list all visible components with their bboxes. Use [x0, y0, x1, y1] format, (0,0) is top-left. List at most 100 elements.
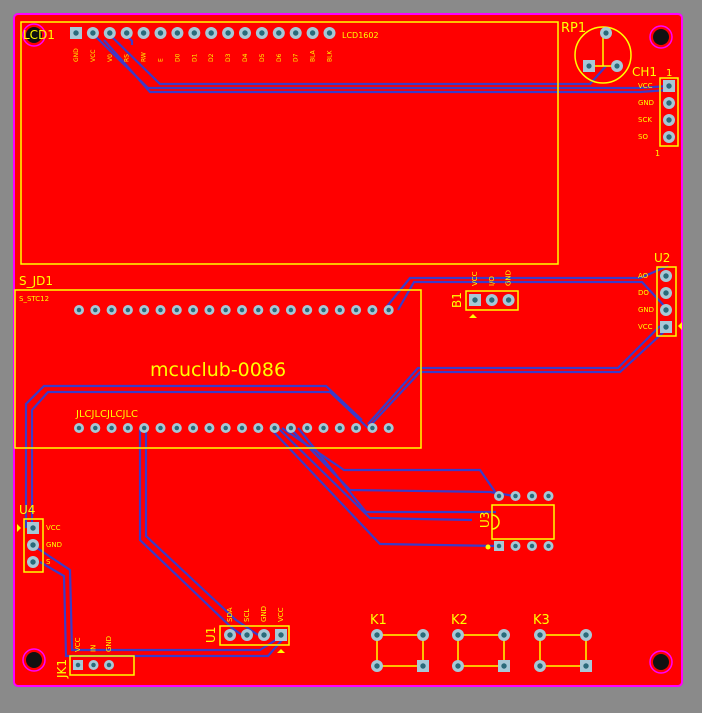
lcd-pin-pad: [120, 27, 133, 39]
jk1-pin-label: GND: [105, 636, 113, 652]
mcu-top-pin-pad: [74, 305, 84, 315]
mcu-bottom-pin-pad: [383, 423, 394, 433]
potentiometer: RP1: [561, 21, 632, 84]
mcu-bottom-pin-pad: [171, 423, 182, 433]
lcd-pin-pad: [222, 27, 235, 39]
b1-pin-label: I/O: [488, 276, 496, 286]
mcu-bottom-pin-pad: [220, 423, 231, 433]
mcu-bottom-pin-pad: [285, 423, 296, 433]
jk1-pin-pad: [88, 660, 99, 670]
mcu-top-pin-pad: [90, 305, 101, 315]
u3-bottom-pin-pad: [510, 541, 521, 551]
lcd-part-label: LCD1602: [342, 31, 379, 40]
lcd-designator: LCD1: [23, 28, 55, 42]
mcu-part-label: S_STC12: [19, 295, 49, 303]
lcd-pin-pad: [205, 27, 218, 39]
mcu-top-pin-pad: [220, 305, 231, 315]
ch1-pin1-marker: 1: [655, 149, 660, 158]
ch1-pin-pad: [663, 131, 675, 143]
b1-pin-pad: [485, 294, 498, 306]
mcu-top-pin-pad: [318, 305, 329, 315]
u2-pin-label: DO: [638, 289, 649, 297]
u4-pin-label: GND: [46, 541, 62, 549]
lcd-pin-label: D3: [225, 53, 232, 62]
u2-pin-pad: [660, 270, 672, 282]
lcd-pin-label: D1: [191, 53, 198, 62]
button-k2: K2: [451, 613, 510, 672]
button-pad: [534, 629, 546, 641]
ch1-pin-label: VCC: [638, 82, 653, 90]
mcu-top-pin-pad: [188, 305, 199, 315]
b1-pin-pad: [469, 294, 481, 306]
mcu-bottom-pin-pad: [106, 423, 117, 433]
mcu-top-pin-pad: [285, 305, 296, 315]
u2-pin-label: VCC: [638, 323, 653, 331]
lcd-pin-pad: [239, 27, 251, 39]
mcu-top-header: [74, 305, 394, 315]
mcu-bottom-pin-pad: [90, 423, 101, 433]
lcd-pin-label: D6: [276, 53, 283, 62]
u3-bottom-pin-pad: [494, 541, 504, 551]
u3-designator: U3: [478, 512, 492, 528]
u3-outline: [491, 504, 555, 540]
jk1-pin-pad: [73, 660, 83, 670]
mcu-bottom-pin-pad: [188, 423, 199, 433]
lcd-pin-pad: [255, 27, 268, 39]
u4-designator: U4: [19, 503, 35, 517]
mcu-bottom-pin-pad: [139, 423, 150, 433]
jk1-designator: JK1: [55, 659, 69, 679]
u4-pin-pad: [27, 539, 39, 551]
trace-layer: [24, 32, 669, 658]
button-pad: [498, 660, 510, 672]
mcu-bottom-pin-pad: [367, 423, 378, 433]
lcd-pin-label: D0: [174, 53, 181, 62]
u1-pin-pad: [258, 629, 270, 641]
lcd-pin-label: D2: [208, 53, 215, 62]
mcu-top-pin-pad: [269, 305, 280, 315]
mcu-module: S_JD1 S_STC12 mcuclub-0086 JLCJLCJLCJLC: [14, 274, 422, 449]
mcu-top-pin-pad: [171, 305, 182, 315]
lcd-pin-label: D5: [259, 53, 266, 62]
ch1-pin-pad: [663, 114, 675, 126]
u4-pin-pad: [27, 522, 39, 534]
mcu-bottom-header: [74, 423, 394, 433]
mcu-top-pin-pad: [155, 305, 166, 315]
u1-pin-label: SCL: [243, 609, 251, 622]
mcu-top-pin-pad: [106, 305, 117, 315]
mcu-top-pin-pad: [139, 305, 150, 315]
lcd-pin-pad: [188, 27, 201, 39]
mcu-bottom-pin-pad: [302, 423, 313, 433]
u1-pin-label: SDA: [226, 607, 234, 622]
ch1-pin-label: GND: [638, 99, 654, 107]
button-pad: [417, 629, 429, 641]
lcd-pin-pad: [272, 27, 285, 39]
button-pad: [534, 660, 546, 672]
u1-designator: U1: [204, 627, 218, 643]
lcd-outline: [20, 21, 559, 265]
lcd-pin-label: D4: [242, 53, 249, 62]
mounting-hole-br: [649, 650, 673, 674]
pot-pad-1: [600, 27, 612, 39]
mcu-bottom-text: JLCJLCJLCJLC: [75, 409, 138, 420]
button-designator: K2: [451, 613, 468, 628]
button-pad: [580, 629, 592, 641]
mcu-designator: S_JD1: [19, 274, 53, 288]
mcu-top-pin-pad: [351, 305, 362, 315]
u3-top-pin-pad: [494, 491, 504, 501]
u2-designator: U2: [654, 251, 670, 265]
lcd-pin-label: D7: [293, 53, 300, 62]
u4-pin-pad: [27, 556, 39, 568]
lcd-pin-pad: [171, 27, 184, 39]
button-pad: [371, 660, 383, 672]
button-pad: [371, 629, 383, 641]
u3-bottom-pin-pad: [527, 541, 537, 551]
u3-chip: U3: [478, 491, 555, 551]
lcd-pin-pad: [103, 27, 116, 39]
u1-pin-label: GND: [260, 606, 268, 622]
u2-pin-pad: [660, 304, 672, 316]
button-pad: [452, 660, 464, 672]
lcd-pin-label: VCC: [90, 50, 97, 62]
mcu-bottom-pin-pad: [155, 423, 166, 433]
